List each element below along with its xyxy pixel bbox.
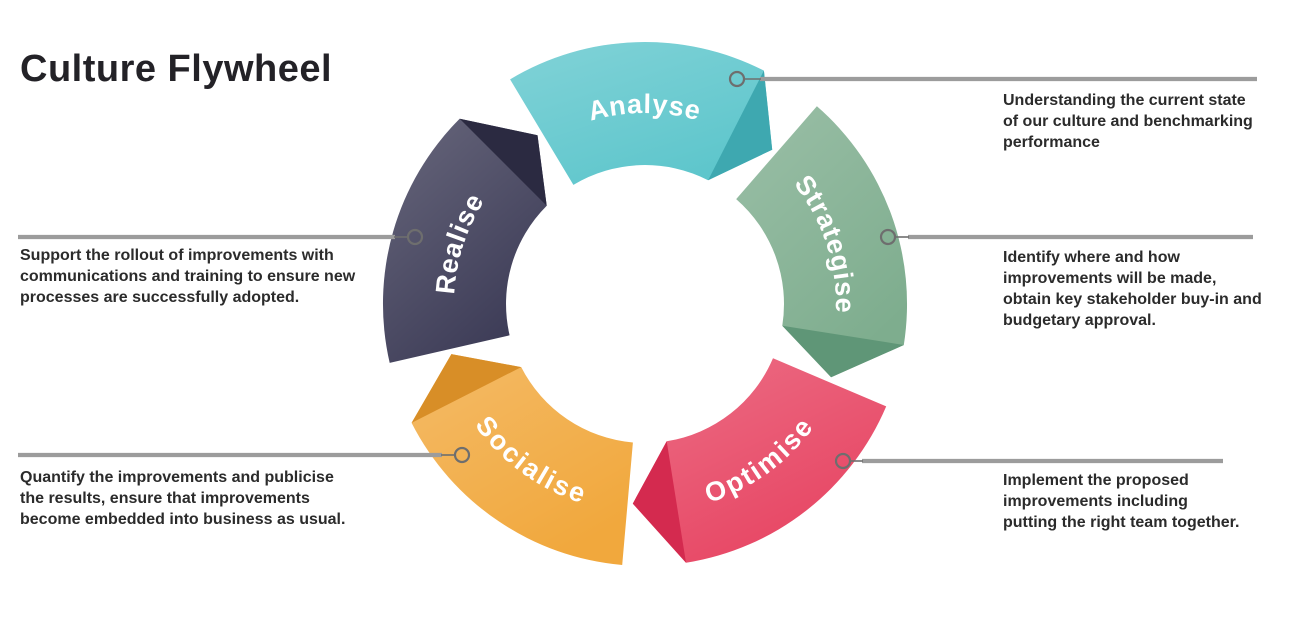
optimise-callout-ring-icon [834,452,852,470]
analyse-callout-ring-icon [728,70,746,88]
callout-realise-connector [18,228,424,246]
callout-socialise-connector [18,446,471,464]
segment-strategise-fold [782,325,904,378]
socialise-callout-ring-icon [453,446,471,464]
callout-optimise-connector [834,452,1223,470]
optimise-description: Implement the proposed improvements incl… [1003,472,1240,531]
realise-description: Support the rollout of improvements with… [20,247,356,306]
segment-optimise: Optimise [632,358,887,563]
segment-realise-highlight [382,118,547,363]
segment-socialise-highlight [411,354,633,565]
strategise-callout-ring-icon [879,228,897,246]
segment-socialise: Socialise [411,354,633,565]
segment-analyse-highlight [510,42,773,185]
segment-realise: Realise [382,118,547,363]
realise-callout-ring-icon [406,228,424,246]
segment-analyse-fold [708,70,773,181]
strategise-description: Identify where and how improvements will… [1003,249,1262,329]
page-title: Culture Flywheel [20,48,333,90]
callout-analyse-connector [728,70,1257,88]
analyse-description: Understanding the current state of our c… [1003,92,1253,151]
segment-optimise-fold [632,441,686,563]
segment-strategise: Strategise [736,106,908,378]
segment-realise-fold [459,118,547,206]
segment-analyse: Analyse [510,42,773,185]
segment-strategise-highlight [736,106,908,378]
segment-socialise-fold [411,354,522,423]
socialise-description: Quantify the improvements and publicise … [20,469,346,528]
callout-strategise-connector [879,228,1253,246]
segment-optimise-highlight [632,358,887,563]
